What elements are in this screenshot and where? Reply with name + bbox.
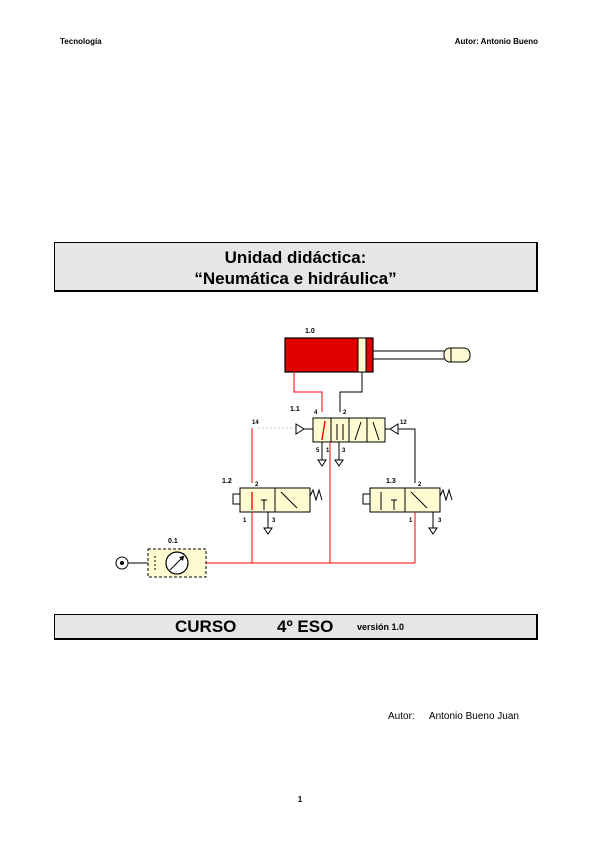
pressure-source-dot [120, 561, 124, 565]
valve-left-port-3: 3 [272, 518, 276, 524]
main-valve-port-1: 1 [326, 448, 330, 454]
header-subject: Tecnología [60, 37, 102, 46]
exhaust-icon [317, 459, 327, 467]
exhaust-icon [334, 459, 344, 467]
pilot-right-triangle [389, 423, 399, 435]
author-line: Autor: Antonio Bueno Juan [388, 711, 519, 722]
valve-right-port-2: 2 [418, 482, 422, 488]
main-valve-arrow [372, 421, 380, 441]
valve-right-port-1: 1 [409, 518, 413, 524]
pushbutton-icon [362, 493, 370, 505]
line-cylinder-port-4 [293, 372, 323, 412]
cylinder-rod-end [443, 347, 471, 363]
page-number: 1 [297, 795, 303, 804]
valve-right-label: 1.3 [386, 478, 396, 485]
course-box: CURSO 4º ESO versión 1.0 [54, 614, 538, 640]
gauge-needle-tip [179, 556, 184, 561]
main-valve-port-2: 2 [343, 410, 347, 416]
header-author: Autor: Antonio Bueno [454, 37, 538, 46]
valve-right-arrow [410, 491, 428, 509]
cylinder-piston [357, 337, 367, 373]
line-cylinder-port-2 [339, 372, 363, 412]
cylinder-label: 1.0 [305, 328, 315, 335]
line-pilot-right [398, 428, 416, 483]
main-valve-arrow [354, 421, 362, 441]
main-valve-port-5: 5 [316, 448, 320, 454]
title-line-1: Unidad didáctica: [224, 248, 367, 267]
valve-left-port-1: 1 [243, 518, 247, 524]
main-valve-label: 1.1 [290, 406, 300, 413]
course-label: CURSO [175, 617, 237, 636]
valve-left-arrow [280, 491, 298, 509]
spring-icon [439, 488, 453, 502]
main-valve-port-3: 3 [342, 448, 346, 454]
valve-left-label: 1.2 [222, 478, 232, 485]
pilot-left-label: 14 [252, 420, 259, 426]
unit-label: 0.1 [168, 538, 178, 545]
author-label: Autor: [388, 711, 415, 722]
exhaust-icon [263, 527, 273, 535]
title-line-2: “Neumática e hidráulica” [194, 269, 397, 288]
exhaust-icon [428, 527, 438, 535]
title-box: Unidad didáctica: “Neumática e hidráulic… [54, 242, 538, 292]
pushbutton-icon [232, 493, 240, 505]
author-name: Antonio Bueno Juan [428, 711, 519, 722]
main-valve-port-4: 4 [314, 410, 318, 416]
spring-icon [309, 488, 323, 502]
course-level: 4º ESO [277, 617, 334, 636]
pilot-right-label: 12 [400, 420, 407, 426]
course-version: versión 1.0 [357, 622, 405, 632]
pilot-left-triangle [295, 423, 305, 435]
pneumatic-circuit-diagram: 1.0 1.1 4 2 14 12 5 1 3 1.2 2 1 3 [115, 328, 471, 578]
valve-left-port-2: 2 [255, 482, 259, 488]
main-valve-arrow [321, 420, 326, 441]
valve-right-port-3: 3 [438, 518, 442, 524]
